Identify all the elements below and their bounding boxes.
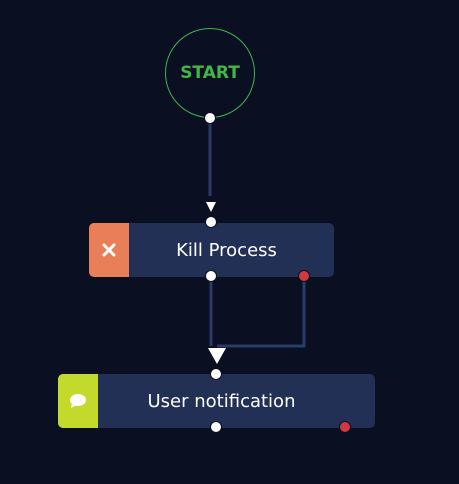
user-notification-error-port[interactable]: [339, 421, 351, 433]
kill-process-badge: [89, 223, 129, 277]
close-icon: [102, 243, 116, 257]
start-label: START: [180, 63, 240, 83]
user-notification-node[interactable]: User notification: [58, 374, 375, 428]
arrowhead-kill: [206, 202, 216, 212]
user-notification-input-port[interactable]: [210, 368, 222, 380]
kill-process-error-port[interactable]: [298, 270, 310, 282]
kill-process-node[interactable]: Kill Process: [89, 223, 334, 277]
kill-process-label: Kill Process: [176, 239, 277, 261]
kill-process-success-port[interactable]: [205, 270, 217, 282]
user-notification-label: User notification: [147, 390, 296, 412]
user-notification-success-port[interactable]: [210, 421, 222, 433]
kill-process-input-port[interactable]: [205, 216, 217, 228]
start-output-port[interactable]: [204, 112, 216, 124]
connector-kill-error-to-notify[interactable]: [217, 281, 306, 348]
start-node[interactable]: START: [165, 28, 255, 118]
chat-bubble-icon: [70, 394, 86, 408]
user-notification-badge: [58, 374, 98, 428]
arrowhead-notify: [208, 348, 226, 364]
